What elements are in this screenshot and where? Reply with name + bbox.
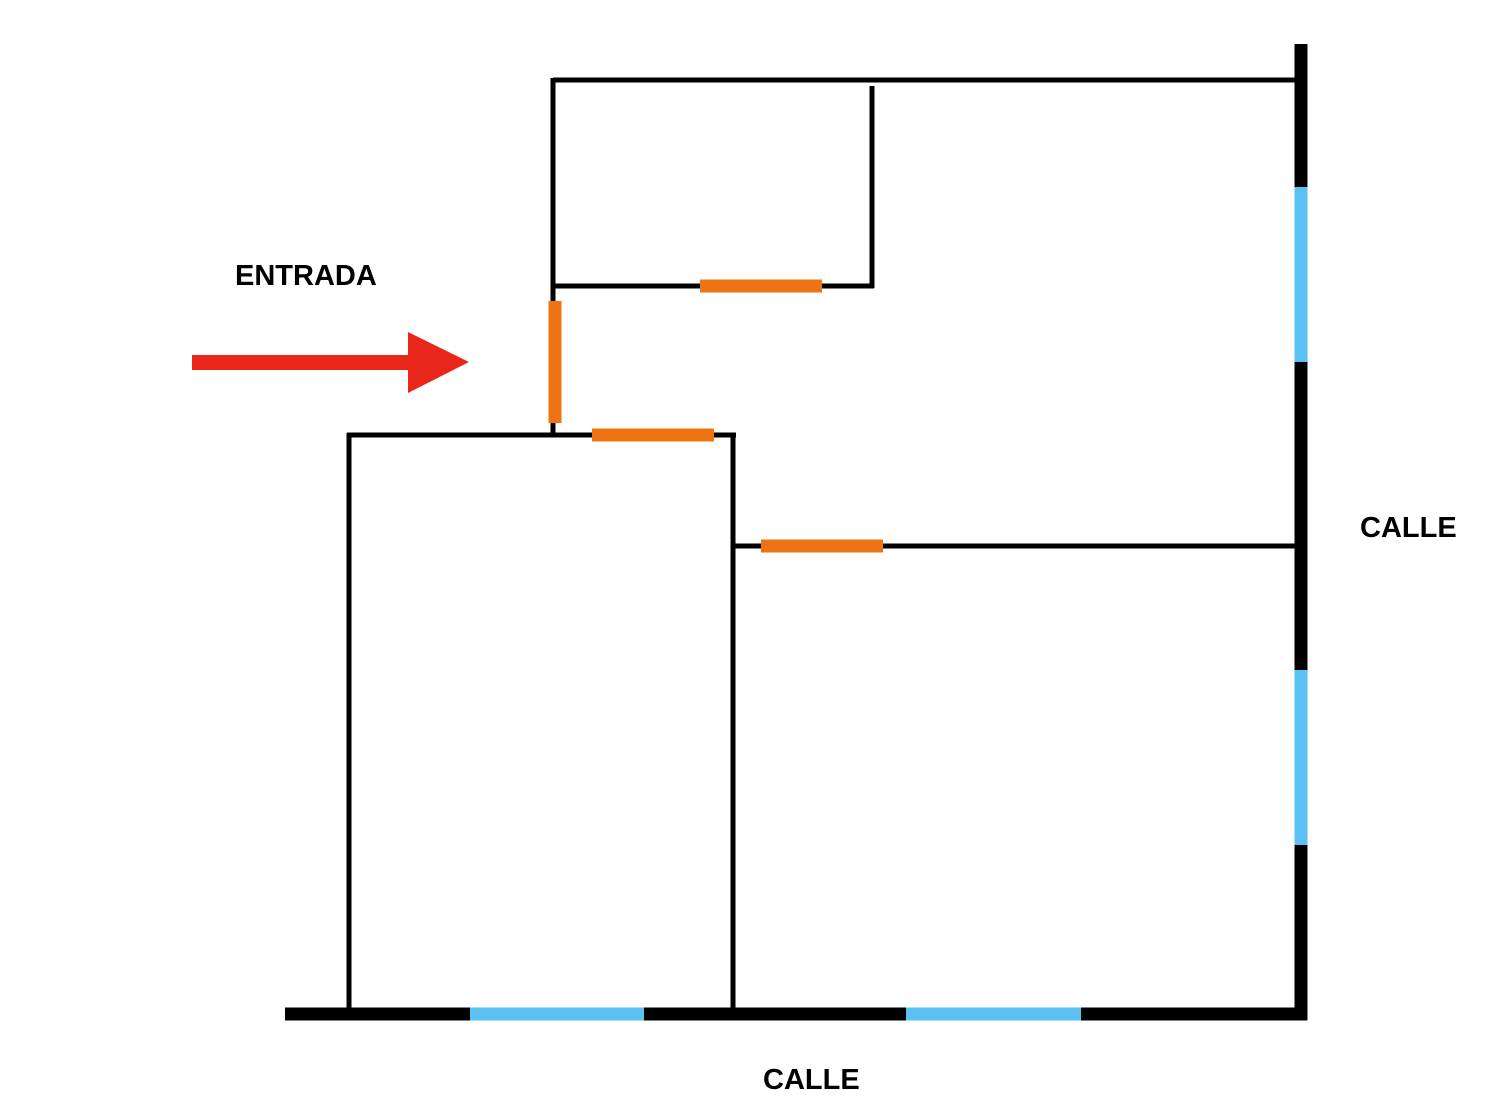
street-label-right: CALLE xyxy=(1360,512,1457,544)
windows xyxy=(470,187,1308,1021)
doors xyxy=(548,279,883,553)
arrow-head xyxy=(408,332,469,393)
arrow-shaft xyxy=(192,355,412,370)
exterior-walls xyxy=(285,44,1308,1021)
street-label-bottom: CALLE xyxy=(763,1064,860,1096)
entrance-label: ENTRADA xyxy=(235,260,377,292)
arrow-right-icon xyxy=(192,332,469,393)
